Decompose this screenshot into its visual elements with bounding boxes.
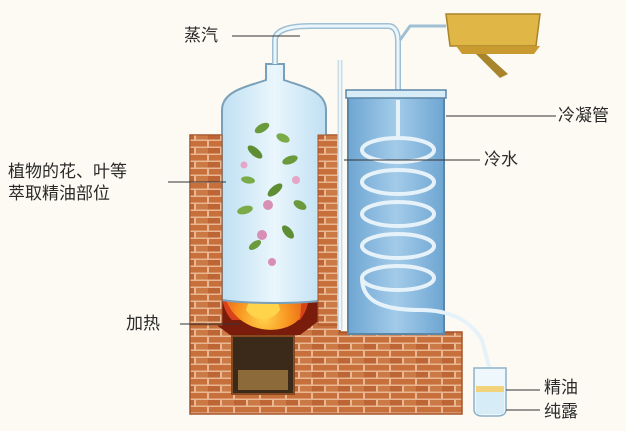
still-vessel [221,63,327,304]
leader-lines [168,35,556,411]
steam-label: 蒸汽 [184,26,218,46]
water-funnel [445,13,541,78]
collection-vessel [473,367,507,417]
hydrosol-label: 纯露 [544,402,578,422]
condenser-coil [360,100,492,371]
plant-material [237,122,307,266]
plant-material-label-line2: 萃取精油部位 [8,184,110,204]
cold-water-label: 冷水 [484,150,518,170]
heating-label: 加热 [126,314,160,334]
plant-material-label-line1: 植物的花、叶等 [8,162,127,182]
ash-pile [238,370,288,390]
essential-oil-label: 精油 [544,378,578,398]
condenser-label: 冷凝管 [558,106,609,126]
